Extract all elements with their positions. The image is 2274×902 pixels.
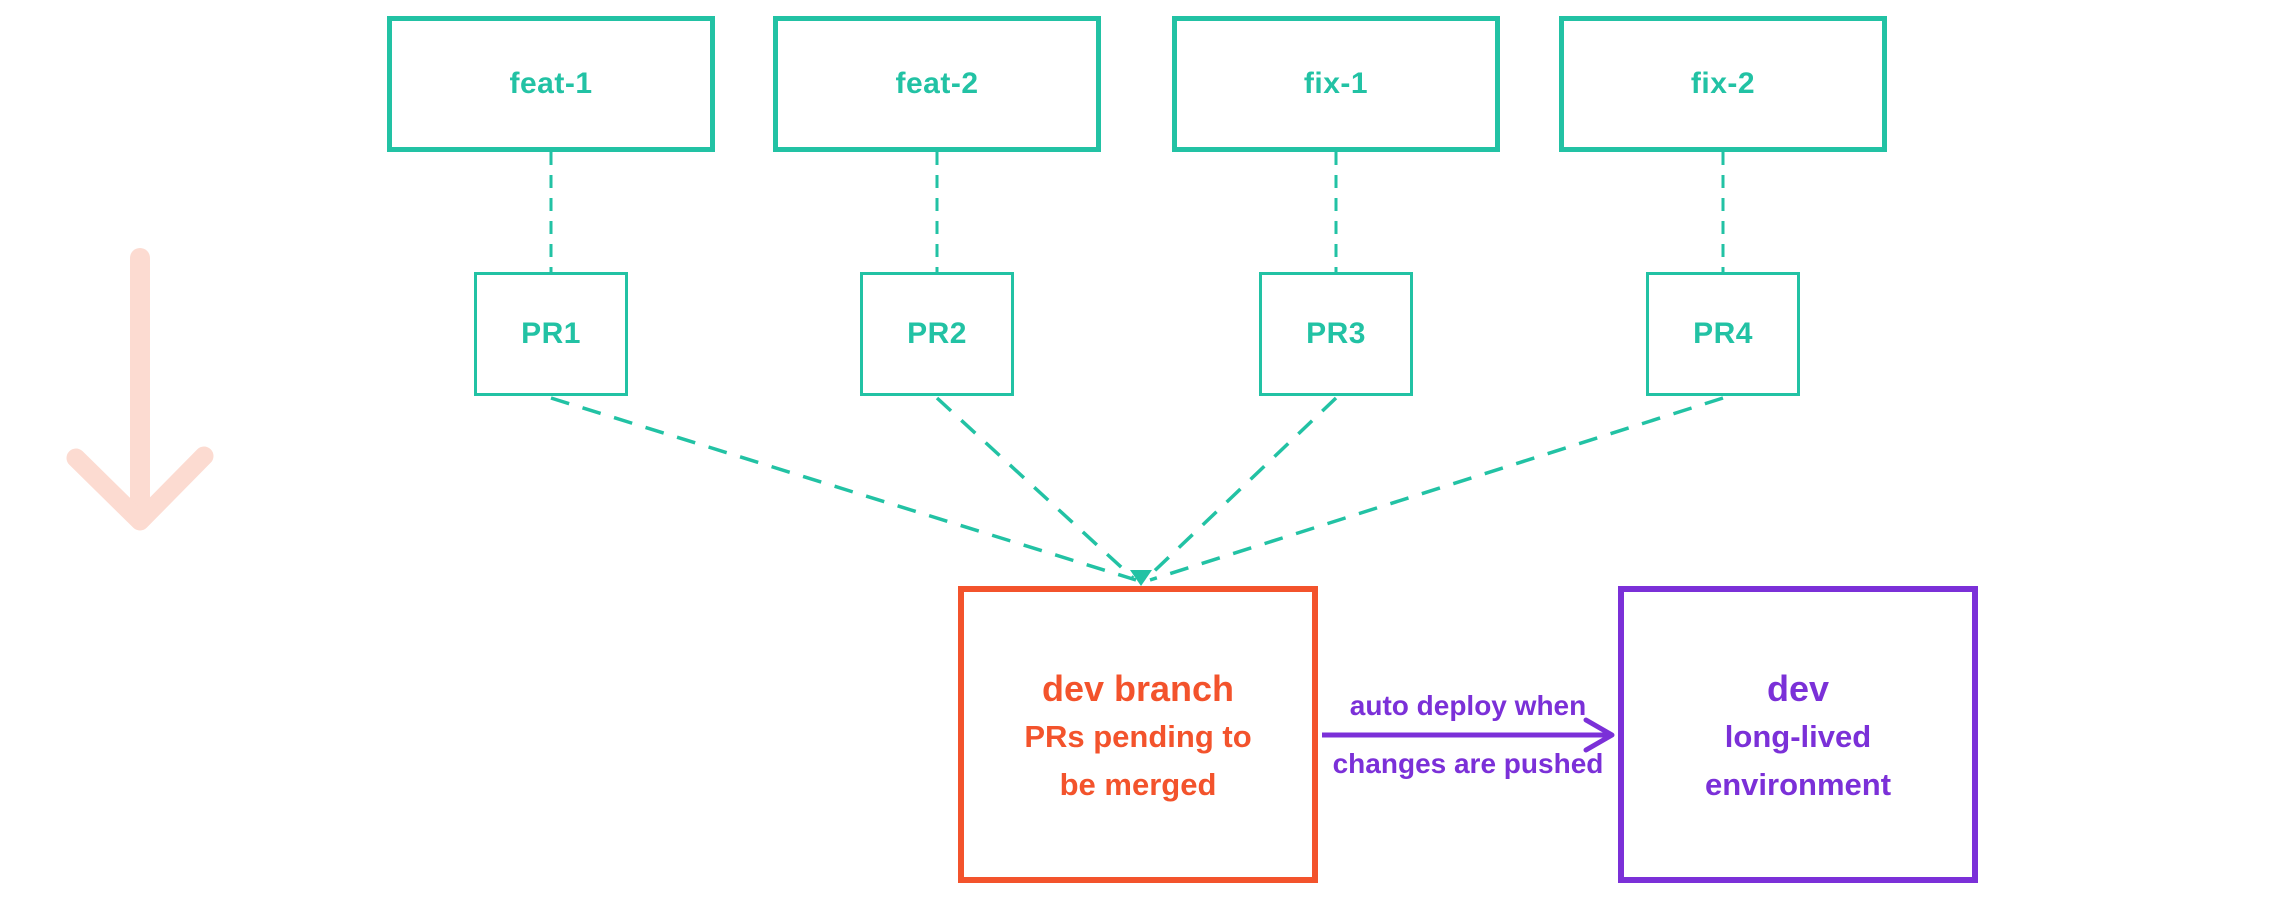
pr-label: PR3: [1306, 317, 1366, 350]
dev-environment-title-bold: dev: [1766, 668, 1830, 710]
merge-line-pr4: [1149, 396, 1724, 582]
feature-branch-box-fix-1: fix-1: [1172, 16, 1500, 152]
flow-direction-arrow-icon: [66, 248, 214, 531]
pr-box-pr4: PR4: [1646, 272, 1800, 396]
dev-branch-box: dev branch PRs pending to be merged: [958, 586, 1318, 883]
pr-box-pr1: PR1: [474, 272, 628, 396]
dev-branch-subtitle-line1: PRs pending to: [1024, 718, 1252, 754]
pr-box-pr2: PR2: [860, 272, 1014, 396]
pr-box-pr3: PR3: [1259, 272, 1413, 396]
feature-branch-label: feat-1: [509, 67, 593, 100]
dev-environment-box: dev long-lived environment: [1618, 586, 1978, 883]
dev-branch-title-bold: dev: [1041, 668, 1104, 710]
dev-branch-title-regular: branch: [1114, 668, 1235, 710]
pr-label: PR2: [907, 317, 967, 350]
dev-environment-subtitle-line2: environment: [1704, 766, 1892, 802]
feature-branch-box-fix-2: fix-2: [1559, 16, 1887, 152]
feature-branch-label: fix-1: [1303, 67, 1369, 100]
feature-branch-box-feat-1: feat-1: [387, 16, 715, 152]
deploy-arrow-label-line1: auto deploy when: [1349, 690, 1587, 721]
dev-branch-title: dev branch: [1042, 666, 1234, 713]
feature-branch-box-feat-2: feat-2: [773, 16, 1101, 152]
dev-branch-subtitle-line2: be merged: [1059, 766, 1217, 802]
deploy-arrow-label-line2: changes are pushed: [1332, 748, 1604, 779]
feature-branch-label: feat-2: [895, 67, 979, 100]
deploy-arrow: [1322, 717, 1615, 753]
merge-arrowhead-icon: [1130, 570, 1152, 586]
feature-branch-label: fix-2: [1690, 67, 1756, 100]
merge-line-pr2: [935, 396, 1135, 580]
pr-label: PR4: [1693, 317, 1753, 350]
dev-environment-title: dev: [1767, 666, 1829, 713]
pr-label: PR1: [521, 317, 581, 350]
dev-environment-subtitle-line1: long-lived: [1724, 718, 1872, 754]
merge-line-pr1: [550, 396, 1137, 582]
merge-line-pr3: [1145, 396, 1338, 580]
